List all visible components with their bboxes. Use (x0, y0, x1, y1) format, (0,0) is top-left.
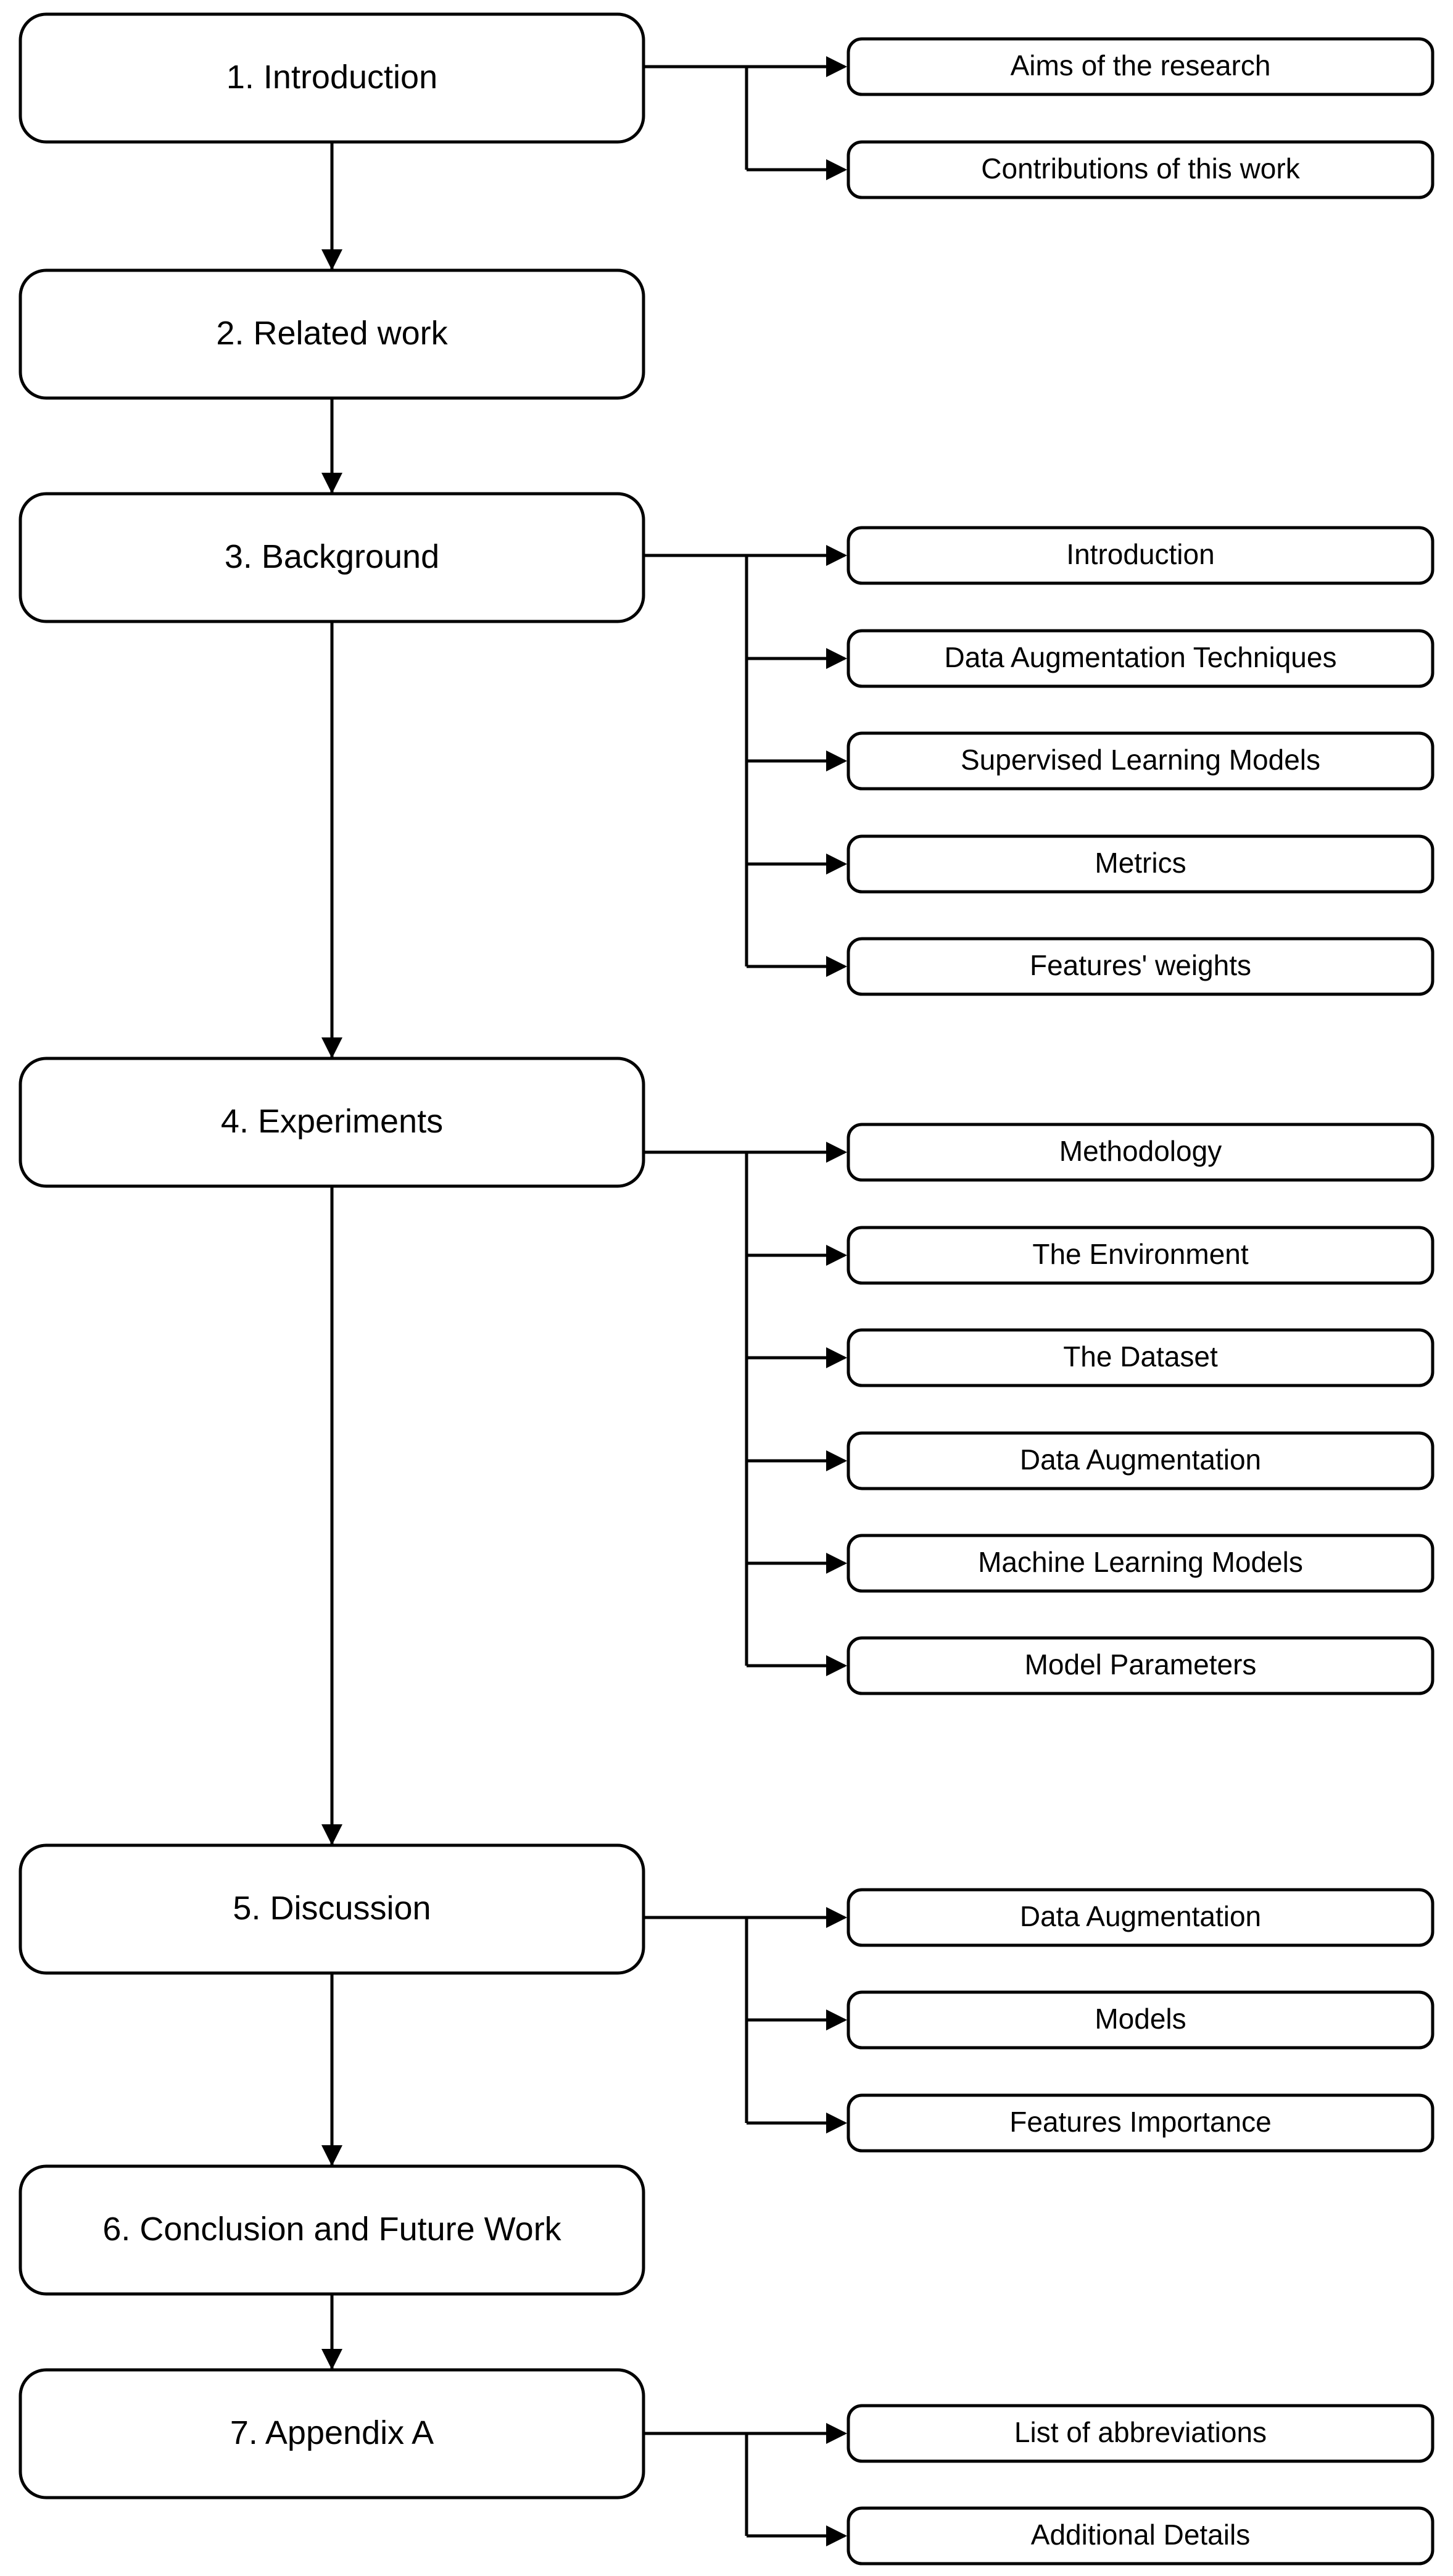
node-ap-list-of-abbreviations-rect (847, 2404, 1434, 2463)
node-di-data-augmentation[interactable]: Data Augmentation (847, 1888, 1434, 1947)
node-introduction[interactable]: 1. Introduction (19, 12, 645, 144)
node-aims-of-the-research-label: Aims of the research (1011, 49, 1271, 81)
node-contributions-of-this-work[interactable]: Contributions of this work (847, 140, 1434, 199)
node-ex-model-parameters-rect (847, 1636, 1434, 1695)
node-ex-the-environment-rect (847, 1226, 1434, 1285)
branch-arrow-di-data-augmentation (826, 1907, 847, 1928)
node-ex-the-dataset-label: The Dataset (1063, 1340, 1218, 1373)
node-di-models-label: Models (1095, 2003, 1186, 2035)
node-ex-data-augmentation-label: Data Augmentation (1020, 1444, 1261, 1476)
node-ex-the-environment-label: The Environment (1032, 1238, 1248, 1270)
node-di-features-importance[interactable]: Features Importance (847, 2093, 1434, 2153)
node-di-models-rect (847, 1990, 1434, 2050)
node-bg-supervised-learning-models[interactable]: Supervised Learning Models (847, 731, 1434, 791)
node-ex-methodology-label: Methodology (1059, 1135, 1222, 1167)
branch-arrow-di-features-importance (826, 2113, 847, 2134)
node-bg-supervised-learning-models-rect (847, 731, 1434, 791)
chain-arrow-discussion (321, 1824, 342, 1845)
branch-arrow-ap-additional-details (826, 2525, 847, 2546)
node-introduction-label: 1. Introduction (226, 59, 437, 96)
node-ex-machine-learning-models-label: Machine Learning Models (978, 1546, 1303, 1578)
branch-arrow-bg-features-weights (826, 956, 847, 977)
node-bg-introduction[interactable]: Introduction (847, 526, 1434, 585)
node-background-rect (19, 492, 645, 623)
node-di-data-augmentation-label: Data Augmentation (1020, 1900, 1261, 1932)
branch-arrow-bg-data-augmentation-techniques (826, 648, 847, 669)
node-bg-metrics-label: Metrics (1095, 847, 1186, 879)
node-experiments-label: 4. Experiments (221, 1103, 443, 1140)
node-bg-metrics[interactable]: Metrics (847, 834, 1434, 894)
node-ap-list-of-abbreviations-label: List of abbreviations (1014, 2416, 1267, 2448)
node-di-models[interactable]: Models (847, 1990, 1434, 2050)
node-ex-methodology-rect (847, 1123, 1434, 1182)
chain-arrow-appendix-a (321, 2349, 342, 2370)
branch-arrow-aims-of-the-research (826, 56, 847, 77)
node-ap-additional-details-rect (847, 2506, 1434, 2566)
node-discussion-label: 5. Discussion (233, 1890, 431, 1927)
node-di-data-augmentation-rect (847, 1888, 1434, 1947)
branch-arrow-di-models (826, 2009, 847, 2030)
node-di-features-importance-label: Features Importance (1009, 2106, 1271, 2138)
node-discussion-rect (19, 1843, 645, 1975)
node-bg-features-weights-label: Features' weights (1030, 949, 1251, 981)
node-introduction-rect (19, 12, 645, 144)
node-ap-list-of-abbreviations[interactable]: List of abbreviations (847, 2404, 1434, 2463)
node-discussion[interactable]: 5. Discussion (19, 1843, 645, 1975)
node-bg-data-augmentation-techniques-rect (847, 629, 1434, 688)
node-ex-machine-learning-models-rect (847, 1534, 1434, 1593)
node-conclusion-rect (19, 2164, 645, 2296)
node-bg-introduction-label: Introduction (1066, 538, 1214, 570)
node-appendix-a[interactable]: 7. Appendix A (19, 2368, 645, 2499)
chain-arrow-related-work (321, 249, 342, 270)
branch-arrow-ap-list-of-abbreviations (826, 2423, 847, 2444)
node-aims-of-the-research-rect (847, 37, 1434, 96)
node-conclusion-label: 6. Conclusion and Future Work (102, 2211, 561, 2248)
node-ex-the-dataset[interactable]: The Dataset (847, 1328, 1434, 1387)
node-ex-the-dataset-rect (847, 1328, 1434, 1387)
node-ex-model-parameters[interactable]: Model Parameters (847, 1636, 1434, 1695)
branch-arrow-ex-model-parameters (826, 1655, 847, 1676)
node-bg-data-augmentation-techniques[interactable]: Data Augmentation Techniques (847, 629, 1434, 688)
branch-arrow-ex-the-environment (826, 1245, 847, 1266)
node-experiments[interactable]: 4. Experiments (19, 1057, 645, 1188)
node-bg-metrics-rect (847, 834, 1434, 894)
branch-arrow-contributions-of-this-work (826, 159, 847, 180)
branch-arrow-ex-machine-learning-models (826, 1553, 847, 1574)
branch-arrow-ex-data-augmentation (826, 1450, 847, 1471)
node-ex-methodology[interactable]: Methodology (847, 1123, 1434, 1182)
chain-arrow-experiments (321, 1037, 342, 1058)
node-contributions-of-this-work-label: Contributions of this work (981, 152, 1300, 185)
node-ex-model-parameters-label: Model Parameters (1025, 1648, 1257, 1681)
branch-arrow-ex-the-dataset (826, 1347, 847, 1368)
branch-arrow-bg-metrics (826, 854, 847, 875)
node-ex-data-augmentation[interactable]: Data Augmentation (847, 1431, 1434, 1490)
node-ex-data-augmentation-rect (847, 1431, 1434, 1490)
branch-arrow-bg-introduction (826, 545, 847, 566)
node-bg-introduction-rect (847, 526, 1434, 585)
branch-arrow-ex-methodology (826, 1142, 847, 1163)
node-ap-additional-details-label: Additional Details (1031, 2519, 1250, 2551)
chain-arrow-background (321, 473, 342, 494)
node-background[interactable]: 3. Background (19, 492, 645, 623)
node-conclusion[interactable]: 6. Conclusion and Future Work (19, 2164, 645, 2296)
node-appendix-a-label: 7. Appendix A (230, 2414, 434, 2451)
node-ex-machine-learning-models[interactable]: Machine Learning Models (847, 1534, 1434, 1593)
node-contributions-of-this-work-rect (847, 140, 1434, 199)
chain-arrow-conclusion (321, 2145, 342, 2166)
node-bg-features-weights[interactable]: Features' weights (847, 937, 1434, 996)
node-background-label: 3. Background (225, 538, 439, 575)
node-related-work[interactable]: 2. Related work (19, 268, 645, 400)
node-bg-supervised-learning-models-label: Supervised Learning Models (961, 744, 1320, 776)
node-bg-features-weights-rect (847, 937, 1434, 996)
node-di-features-importance-rect (847, 2093, 1434, 2153)
node-related-work-label: 2. Related work (216, 315, 448, 352)
node-bg-data-augmentation-techniques-label: Data Augmentation Techniques (945, 641, 1337, 673)
branch-arrow-bg-supervised-learning-models (826, 750, 847, 771)
node-aims-of-the-research[interactable]: Aims of the research (847, 37, 1434, 96)
node-ap-additional-details[interactable]: Additional Details (847, 2506, 1434, 2566)
node-related-work-rect (19, 268, 645, 400)
node-ex-the-environment[interactable]: The Environment (847, 1226, 1434, 1285)
node-experiments-rect (19, 1057, 645, 1188)
